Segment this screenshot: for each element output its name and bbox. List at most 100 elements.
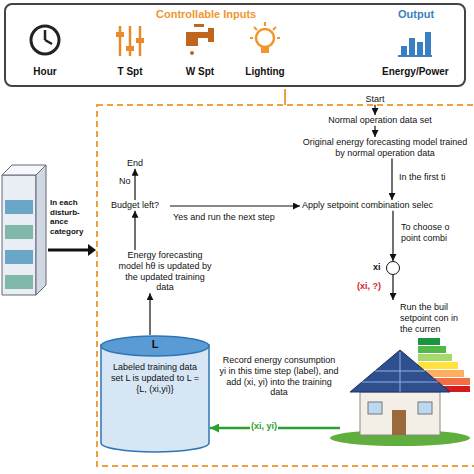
- flow-arrow: [48, 244, 96, 256]
- bulb-icon: [250, 37, 253, 39]
- edge-label: No: [118, 176, 132, 187]
- node-text: Budget left?: [102, 200, 168, 211]
- node-text: Start: [357, 94, 393, 105]
- disturbance-box: [2, 175, 36, 295]
- icon-label: T Spt: [95, 66, 165, 78]
- bar-chart-icon: [417, 42, 423, 56]
- state-circle: xi: [386, 261, 400, 275]
- process-step: Energy forecasting model hθ is updated b…: [115, 250, 215, 293]
- slider-icon: [126, 46, 134, 51]
- decision-step: Budget left?: [100, 200, 170, 211]
- disturbance-box: [36, 165, 46, 295]
- energy-rating-bars: [418, 338, 440, 345]
- flow-connector: [149, 293, 150, 335]
- clock-icon: [44, 30, 47, 40]
- house-illustration: [392, 410, 406, 435]
- energy-rating-bars: [418, 362, 458, 369]
- start-step: Start: [355, 94, 395, 105]
- bulb-icon: [261, 47, 269, 53]
- building-step: Run the buil setpoint con in the curren: [340, 300, 474, 442]
- bar-chart-icon: [401, 46, 407, 56]
- energy-rating-bars: [418, 346, 446, 353]
- house-illustration: [418, 402, 432, 414]
- icon-label: Hour: [10, 66, 80, 78]
- cylinder-outline: [100, 335, 210, 453]
- flow-connector: [392, 275, 393, 300]
- icon-label: W Spt: [165, 66, 235, 78]
- slider-icon: [136, 38, 144, 43]
- data-cylinder: LLabeled training data set L is updated …: [100, 335, 210, 453]
- faucet-icon: [190, 51, 194, 55]
- slider-icon: [129, 26, 132, 56]
- icon-label: Energy/Power: [380, 66, 450, 78]
- flow-connector: [134, 169, 135, 200]
- bulb-icon: [277, 37, 280, 39]
- node-body-text: Output: [398, 8, 434, 21]
- process-step: Normal operation data set: [310, 115, 450, 126]
- house-illustration: [330, 350, 470, 446]
- input-panel: Controllable Inputs OutputHour T SptW SptL…: [4, 3, 466, 87]
- bar-chart-icon: [425, 32, 431, 56]
- dashed-region: [97, 105, 474, 466]
- bulb-icon: [256, 29, 274, 47]
- slider-icon: [119, 26, 122, 56]
- bar-chart-icon: [398, 32, 432, 56]
- flow-connector: [391, 159, 392, 200]
- edge-label: In the first ti: [398, 172, 447, 183]
- faucet-icon: [186, 28, 214, 46]
- end-step: End: [115, 158, 155, 169]
- bar-chart-icon: [409, 38, 415, 56]
- edge-label: (xi, ?): [356, 281, 382, 292]
- faucet-icon: [186, 24, 214, 55]
- clock-icon: [45, 40, 52, 44]
- house-illustration: [350, 350, 450, 392]
- node-body-text: Labeled training data set L is updated t…: [100, 356, 210, 394]
- energy-rating-bars: [418, 354, 452, 361]
- node-text: End: [117, 158, 153, 169]
- node-text: xi: [373, 262, 381, 273]
- node-text: L: [100, 335, 210, 356]
- flow-connector: [374, 105, 375, 115]
- bulb-icon: [254, 27, 257, 30]
- slider-icon: [116, 26, 144, 56]
- disturbance-box: [5, 225, 33, 239]
- edge-label: (xi, yi): [250, 421, 278, 432]
- edge-label: To choose o point combi: [400, 222, 464, 244]
- cylinder-body: [101, 345, 209, 452]
- house-illustration: [360, 392, 440, 435]
- process-step: Apply setpoint combination selec: [300, 200, 470, 211]
- cylinder-top: [101, 336, 209, 356]
- disturbance-box: [5, 250, 33, 264]
- node-text: Energy/Power: [382, 66, 448, 78]
- flow-arrow: [48, 249, 89, 252]
- node-text: Apply setpoint combination selec: [302, 200, 468, 211]
- node-text: In each disturb- ance category: [50, 198, 94, 236]
- clock-icon: [31, 26, 59, 54]
- node-text: Normal operation data set: [312, 115, 448, 126]
- node-text: Original energy forecasting model traine…: [302, 137, 468, 159]
- house-illustration: [400, 352, 401, 392]
- disturbance-box: [5, 200, 33, 214]
- house-illustration: [368, 402, 382, 414]
- bulb-icon: [264, 22, 266, 26]
- node-text: Hour: [12, 66, 78, 78]
- node-text: Controllable Inputs: [156, 8, 256, 21]
- flow-connector: [170, 205, 300, 206]
- slider-icon: [116, 32, 124, 37]
- bulb-icon: [250, 22, 280, 53]
- node-text: W Spt: [167, 66, 233, 78]
- category-label: In each disturb- ance category: [48, 198, 96, 236]
- icon-label: Lighting: [230, 66, 300, 78]
- node-text: Run the buil setpoint con in the curren: [400, 302, 472, 334]
- disturbance-box: [5, 275, 33, 289]
- edge-label: Yes and run the next step: [172, 212, 276, 223]
- flow-connector: [134, 211, 135, 250]
- faucet-icon: [194, 24, 204, 27]
- clock-icon: [31, 26, 59, 54]
- disturbance-box: [2, 165, 46, 295]
- node-text: Lighting: [232, 66, 298, 78]
- note-text: Record energy consumption yi in this tim…: [218, 355, 340, 398]
- flow-arrow: [88, 244, 96, 256]
- link-line: [284, 89, 286, 105]
